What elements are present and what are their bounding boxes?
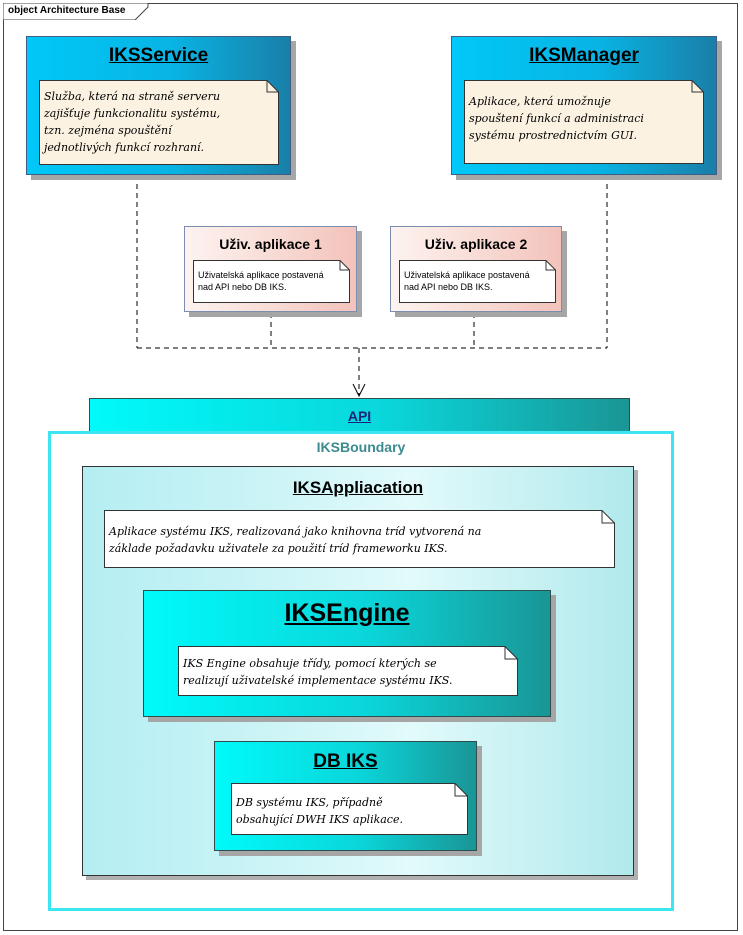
db-iks-object[interactable]: DB IKS DB systému IKS, případně obsahují… xyxy=(214,741,477,851)
user-app-2-note: Uživatelská aplikace postavená nad API n… xyxy=(399,260,556,303)
iksmanager-object[interactable]: IKSManager Aplikace, která umožnuje spou… xyxy=(451,36,717,175)
db-iks-note-text: DB systému IKS, případně obsahující DWH … xyxy=(236,796,403,826)
iksapplication-note: Aplikace systému IKS, realizovaná jako k… xyxy=(104,510,615,568)
user-app-2-title: Uživ. aplikace 2 xyxy=(424,236,528,252)
boundary-label: IKSBoundary xyxy=(316,439,406,455)
iksengine-note-text: IKS Engine obsahuje třídy, pomocí kterýc… xyxy=(183,657,453,687)
iksengine-note: IKS Engine obsahuje třídy, pomocí kterýc… xyxy=(178,646,518,696)
user-app-2-object[interactable]: Uživ. aplikace 2 Uživatelská aplikace po… xyxy=(390,226,562,312)
iksengine-object[interactable]: IKSEngine IKS Engine obsahuje třídy, pom… xyxy=(143,590,551,717)
iksservice-object[interactable]: IKSService Služba, která na straně serve… xyxy=(26,36,291,175)
iksmanager-title: IKSManager xyxy=(529,45,639,66)
db-iks-title: DB IKS xyxy=(313,751,378,772)
iksapplication-title: IKSAppliacation xyxy=(292,478,424,497)
iksservice-note: Služba, která na straně serveru zajišťuj… xyxy=(39,80,279,165)
user-app-1-title: Uživ. aplikace 1 xyxy=(219,236,322,252)
db-iks-note: DB systému IKS, případně obsahující DWH … xyxy=(231,783,468,835)
iksservice-note-text: Služba, která na straně serveru zajišťuj… xyxy=(44,90,221,154)
api-interface[interactable]: API xyxy=(89,398,630,432)
note-shape xyxy=(39,80,279,165)
note-shape xyxy=(104,510,615,568)
note-shape xyxy=(178,646,518,696)
iksservice-title: IKSService xyxy=(108,45,209,66)
user-app-1-note-text: Uživatelská aplikace postavená nad API n… xyxy=(198,270,324,292)
api-title: API xyxy=(347,408,372,424)
frame-tab xyxy=(3,3,149,20)
iksmanager-note: Aplikace, která umožnuje spouštení funkc… xyxy=(464,80,704,164)
note-shape xyxy=(464,80,704,164)
user-app-1-object[interactable]: Uživ. aplikace 1 Uživatelská aplikace po… xyxy=(184,226,357,312)
diagram-frame xyxy=(3,3,738,931)
note-shape xyxy=(193,260,350,303)
iksmanager-note-text: Aplikace, která umožnuje spouštení funkc… xyxy=(469,95,644,142)
user-app-1-note: Uživatelská aplikace postavená nad API n… xyxy=(193,260,350,303)
frame-label: object Architecture Base xyxy=(8,5,126,16)
arrow-head xyxy=(352,383,366,398)
user-app-2-note-text: Uživatelská aplikace postavená nad API n… xyxy=(404,270,530,292)
iksapplication-note-text: Aplikace systému IKS, realizovaná jako k… xyxy=(109,525,482,555)
note-shape xyxy=(231,783,468,835)
iksengine-title: IKSEngine xyxy=(284,599,410,627)
note-shape xyxy=(399,260,556,303)
